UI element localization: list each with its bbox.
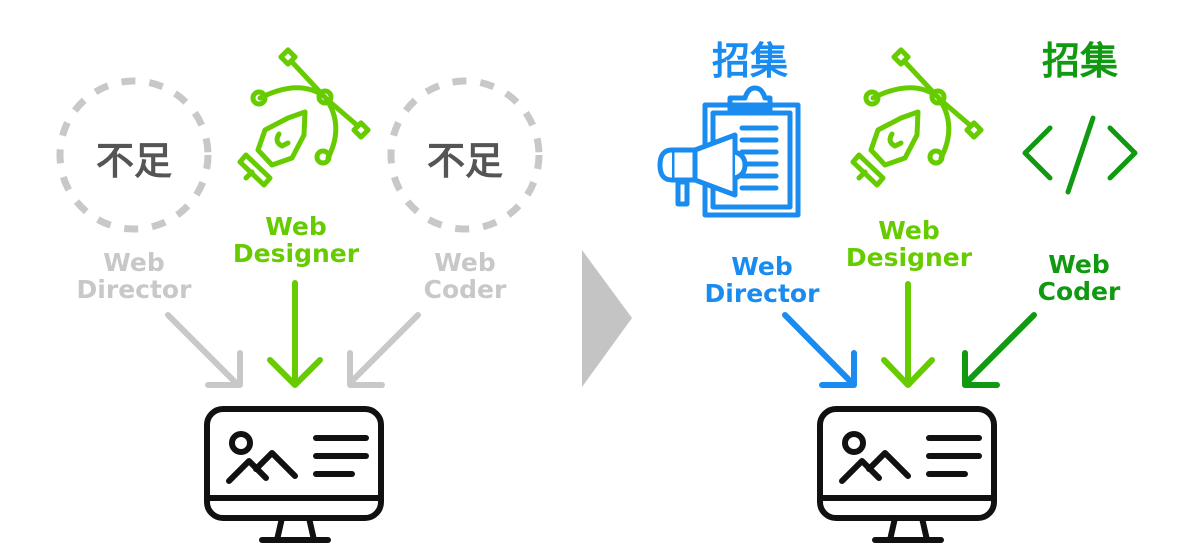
before-coder-label: Web Coder (365, 249, 565, 303)
before-director-label: Web Director (34, 249, 234, 303)
coder-shortage-text: 不足 (426, 139, 503, 183)
coder-recruit-badge: 招集 (1041, 39, 1118, 83)
director-arrow-icon (165, 312, 243, 388)
after-director-label: Web Director (662, 253, 862, 307)
after-coder-label: Web Coder (979, 251, 1179, 305)
before-designer-label-line2: Designer (232, 239, 360, 268)
director-arrow-icon (782, 312, 857, 388)
after-director-label-line2: Director (704, 279, 820, 308)
designer-arrow-icon (267, 280, 323, 388)
after-designer-label-line2: Designer (845, 243, 973, 272)
after-coder-label-line1: Web (1048, 250, 1110, 279)
after-designer-label-line1: Web (878, 216, 940, 245)
director-shortage-text: 不足 (95, 139, 172, 183)
after-director-label-line1: Web (731, 252, 793, 281)
before-designer-label: Web Designer (196, 213, 396, 267)
before-director-label-line1: Web (103, 248, 165, 277)
after-coder-label-line2: Coder (1037, 277, 1121, 306)
before-coder-label-line1: Web (434, 248, 496, 277)
before-designer-label-line1: Web (265, 212, 327, 241)
coder-arrow-icon (347, 312, 421, 388)
coder-arrow-icon (962, 312, 1037, 388)
director-recruit-badge: 招集 (711, 39, 788, 83)
before-coder-label-line2: Coder (423, 275, 507, 304)
designer-arrow-icon (881, 281, 935, 388)
before-director-label-line2: Director (76, 275, 192, 304)
after-designer-label: Web Designer (809, 217, 1009, 271)
